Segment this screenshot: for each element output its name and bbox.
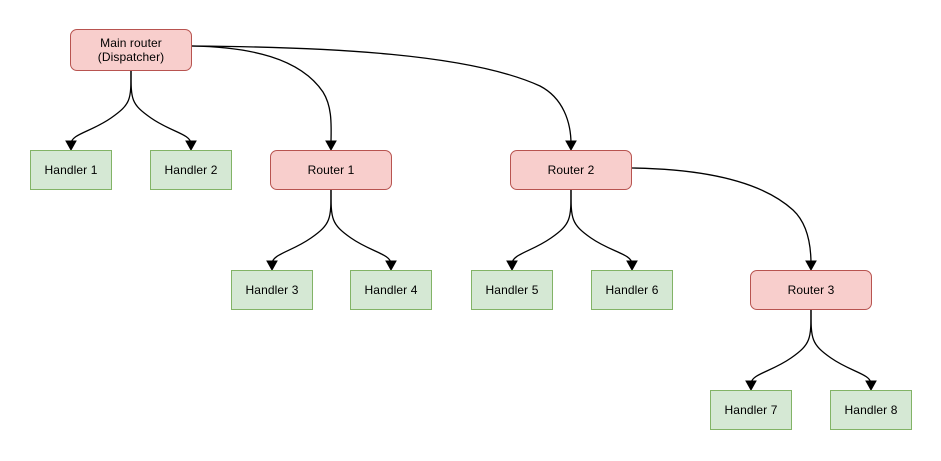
edge-main-h2 [130,70,197,152]
edge-r3-h8-line [810,309,872,385]
edge-r2-h6 [570,189,638,272]
edge-main-r2-line [191,45,572,145]
edge-main-h1 [65,70,132,152]
node-handler-4[interactable]: Handler 4 [350,270,432,310]
edge-r3-h7-arrowhead-icon [745,380,757,392]
node-handler-7[interactable]: Handler 7 [710,390,792,430]
node-router-3[interactable]: Router 3 [750,270,872,310]
edge-r3-h7 [745,309,812,392]
edge-r2-h5 [506,189,572,272]
edge-main-r1-line [191,45,332,145]
node-handler-3[interactable]: Handler 3 [231,270,313,310]
edge-r1-h3-line [271,189,332,265]
edge-main-r2 [191,45,577,152]
edge-r2-h6-line [570,189,633,265]
edge-r3-h7-line [750,309,812,385]
edge-r2-r3 [631,167,817,272]
node-handler-1[interactable]: Handler 1 [30,150,112,190]
edge-r2-r3-arrowhead-icon [805,260,817,272]
edge-main-h2-line [130,70,192,145]
edge-r1-h3 [266,189,332,272]
edge-r2-h6-arrowhead-icon [626,260,638,272]
edge-main-h1-line [70,70,132,145]
node-router-2[interactable]: Router 2 [510,150,632,190]
node-handler-5[interactable]: Handler 5 [471,270,553,310]
edge-r2-r3-line [631,167,812,265]
edge-r3-h8 [810,309,877,392]
edge-main-h1-arrowhead-icon [65,140,77,152]
node-handler-2[interactable]: Handler 2 [150,150,232,190]
edge-r3-h8-arrowhead-icon [865,380,877,392]
edge-r2-h5-line [511,189,572,265]
node-router-1[interactable]: Router 1 [270,150,392,190]
edge-main-r1-arrowhead-icon [325,140,337,152]
edge-r1-h3-arrowhead-icon [266,260,278,272]
node-handler-6[interactable]: Handler 6 [591,270,673,310]
node-main-router[interactable]: Main router (Dispatcher) [70,29,192,71]
edge-main-h2-arrowhead-icon [185,140,197,152]
node-handler-8[interactable]: Handler 8 [830,390,912,430]
edge-r1-h4 [330,189,397,272]
edge-main-r2-arrowhead-icon [565,140,577,152]
edge-r1-h4-arrowhead-icon [385,260,397,272]
edge-r2-h5-arrowhead-icon [506,260,518,272]
edge-r1-h4-line [330,189,392,265]
edge-main-r1 [191,45,337,152]
